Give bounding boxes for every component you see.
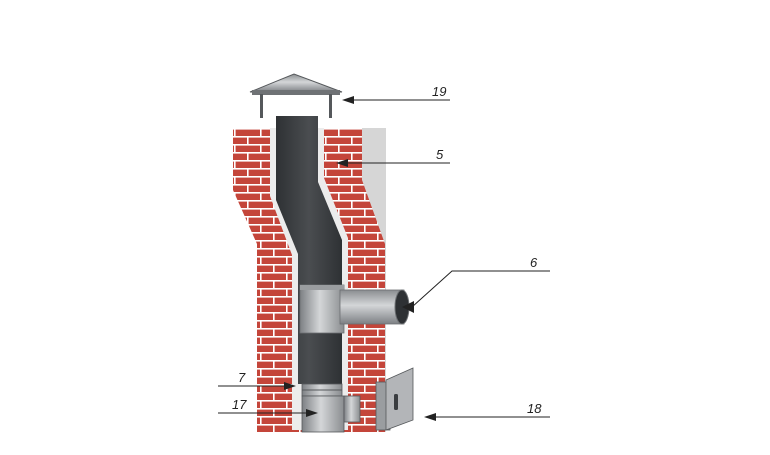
inspection-door-panel	[385, 367, 414, 431]
tee-upper-band	[300, 285, 344, 290]
condensate-collector	[301, 395, 361, 433]
rain-cap-cone	[249, 73, 343, 93]
callout-17: 17	[232, 397, 247, 412]
rain-cap-leg-left	[260, 94, 263, 118]
leader-inlet	[411, 270, 550, 308]
condensate-collector-body	[301, 395, 345, 433]
callout-7: 7	[238, 370, 246, 385]
callout-leaders	[218, 96, 550, 421]
condensate-collector-nozzle	[343, 395, 361, 423]
rain-cap-rim	[252, 90, 340, 95]
callout-19: 19	[432, 84, 447, 99]
callout-5: 5	[436, 147, 444, 162]
inspection-door	[375, 367, 414, 431]
inspection-door-handle	[394, 394, 398, 410]
rain-cap-leg-right	[329, 94, 332, 118]
arrowhead-collector	[306, 409, 318, 417]
arrowhead-collar	[284, 382, 296, 390]
side-inlet-pipe	[339, 289, 405, 325]
rain-cap	[249, 73, 343, 118]
arrowhead-cap	[342, 96, 354, 104]
arrowhead-door	[424, 413, 436, 421]
arrowhead-brick	[336, 159, 348, 167]
tee-body	[299, 284, 345, 334]
callout-18: 18	[527, 401, 542, 416]
callout-6: 6	[530, 255, 538, 270]
arrowhead-inlet	[402, 301, 414, 313]
